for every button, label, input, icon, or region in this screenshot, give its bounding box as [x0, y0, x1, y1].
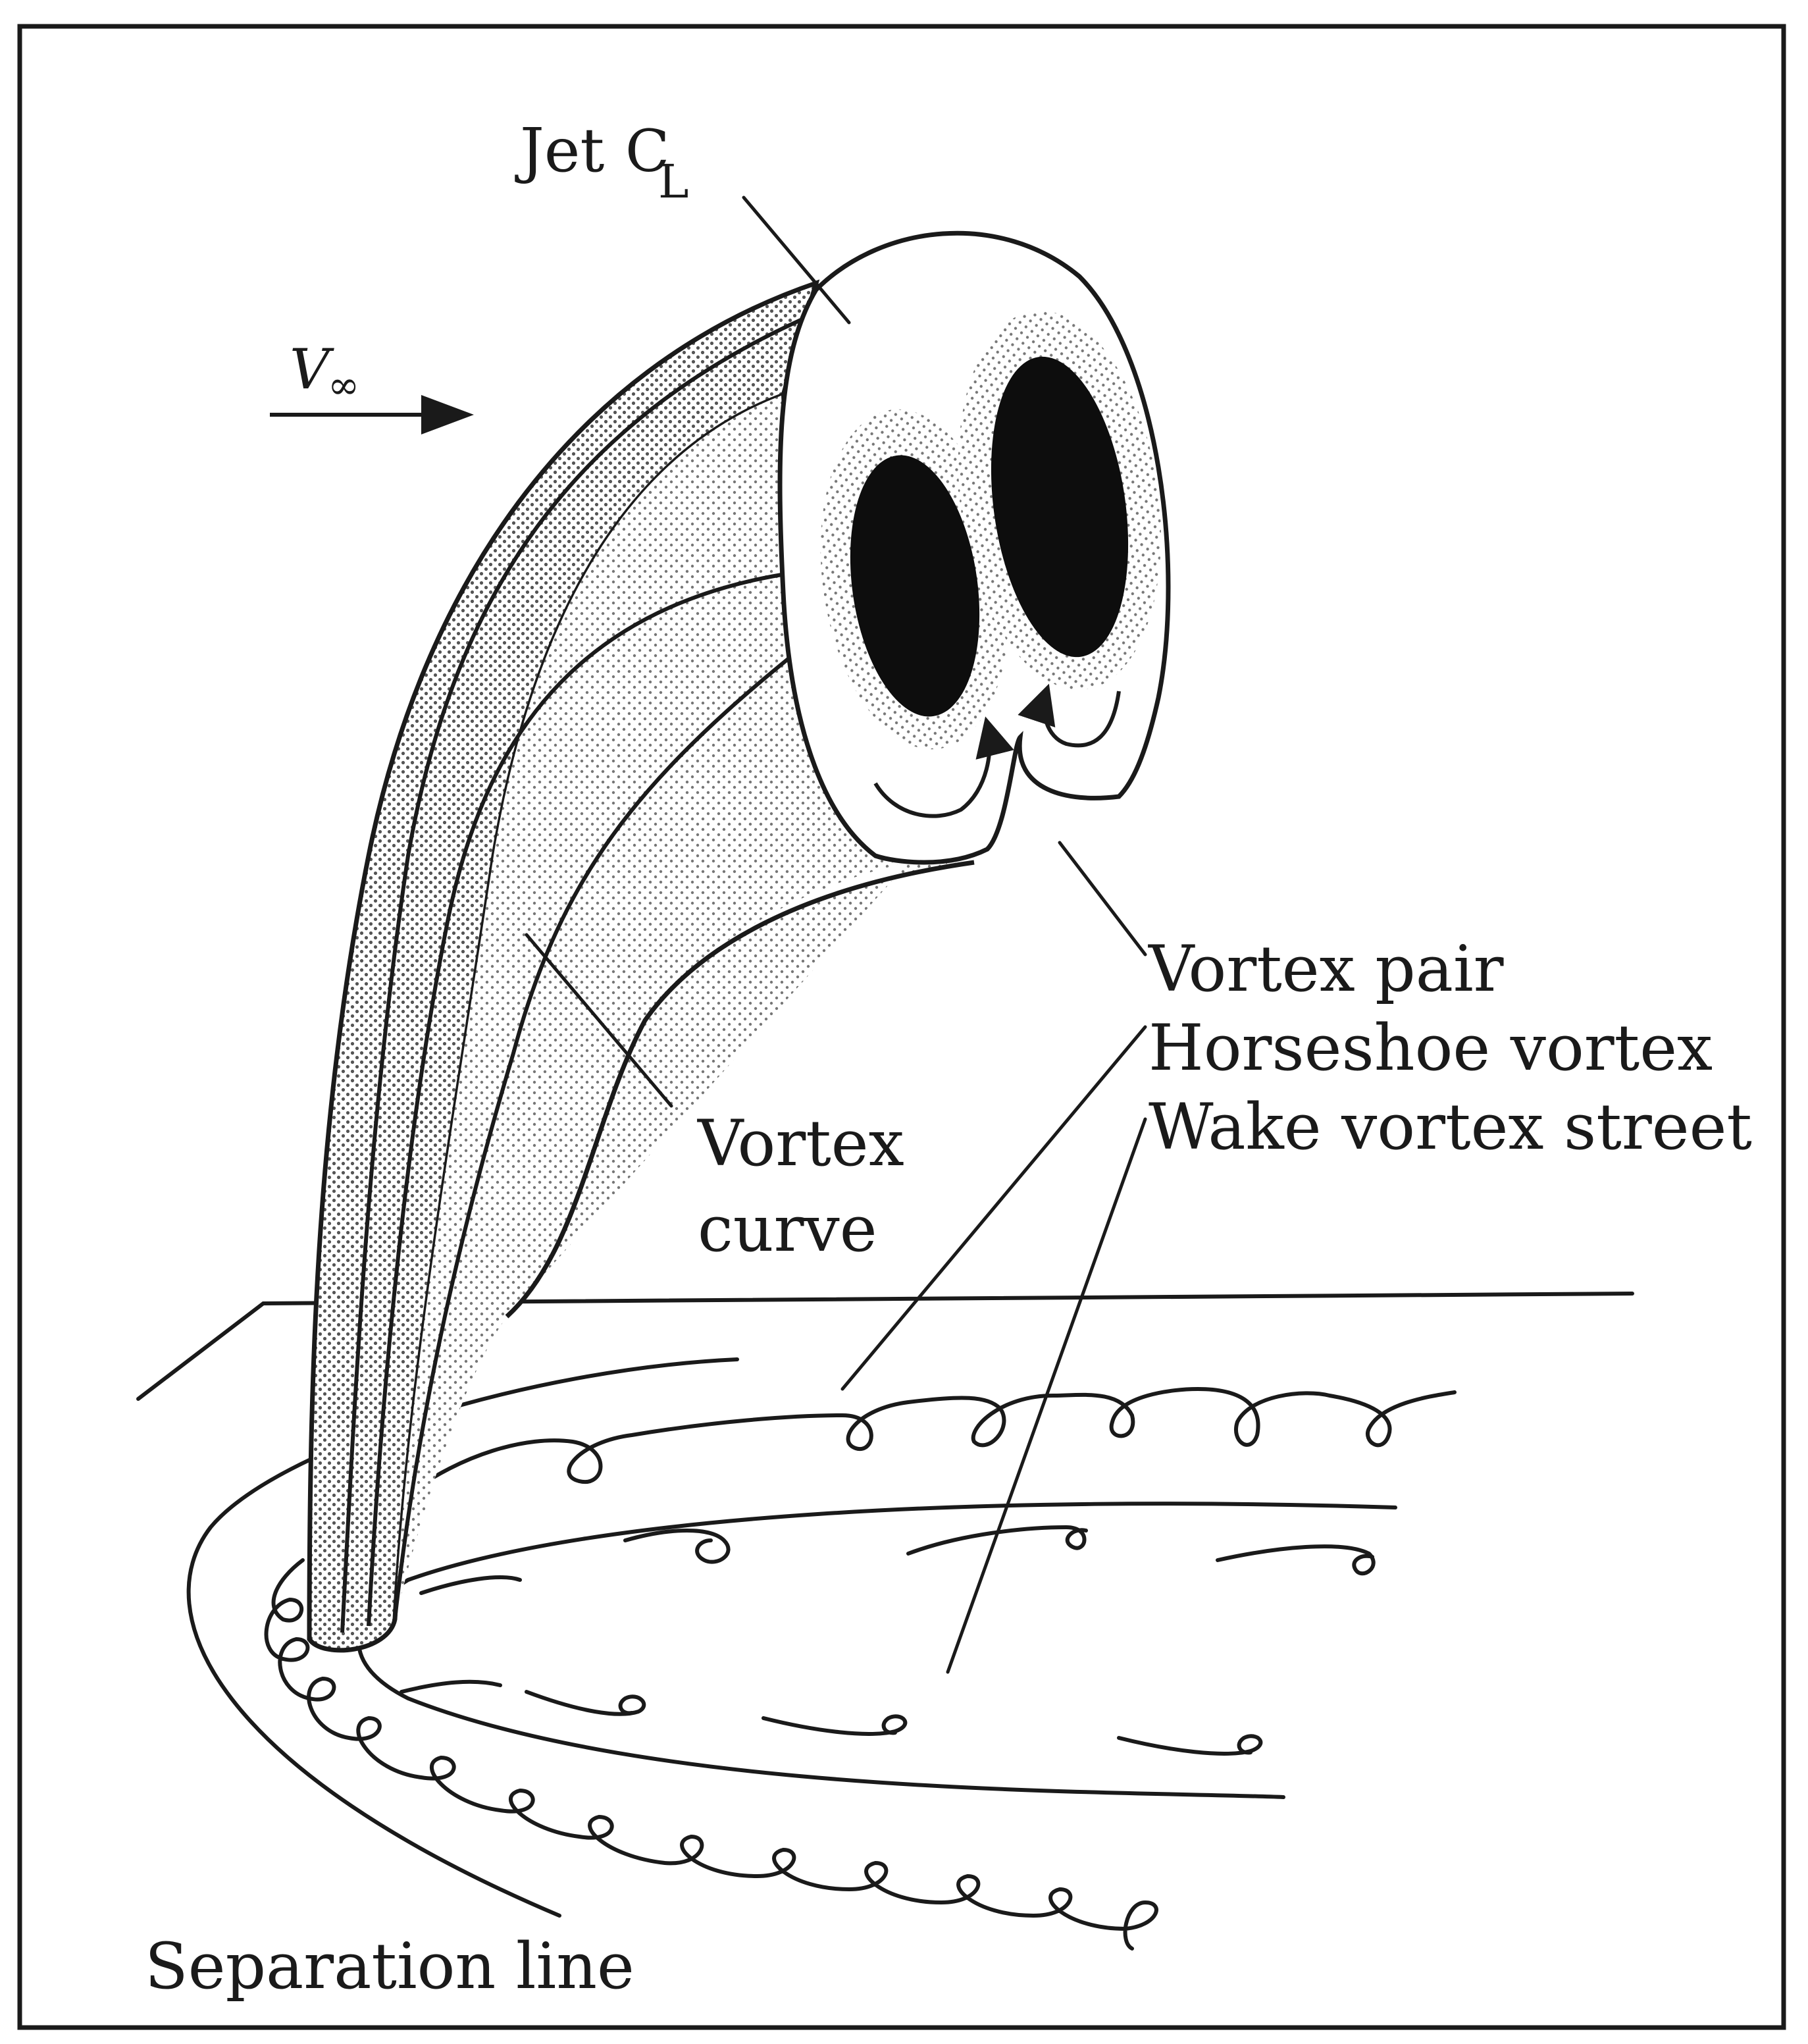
freestream-sub-label: ∞ — [328, 363, 359, 407]
wake-vortex-street-label: Wake vortex street — [1149, 1090, 1752, 1164]
wake-vortex-street — [401, 1527, 1374, 1754]
jet-cross-section — [780, 233, 1184, 862]
vortex-curve-label-line2: curve — [698, 1192, 877, 1266]
centerline-subscript: L — [658, 155, 688, 209]
vortex-curve-label-line1: Vortex — [697, 1107, 904, 1180]
jet-label: Jet — [515, 115, 604, 186]
vortex-pair-label: Vortex pair — [1148, 932, 1504, 1006]
freestream-indicator: V ∞ — [270, 337, 474, 434]
separation-line-label: Separation line — [145, 1929, 634, 2003]
horseshoe-vortex-label: Horseshoe vortex — [1149, 1011, 1713, 1085]
horseshoe-vortex — [267, 1389, 1455, 1949]
jet-centerline-label: Jet C L — [515, 115, 688, 209]
